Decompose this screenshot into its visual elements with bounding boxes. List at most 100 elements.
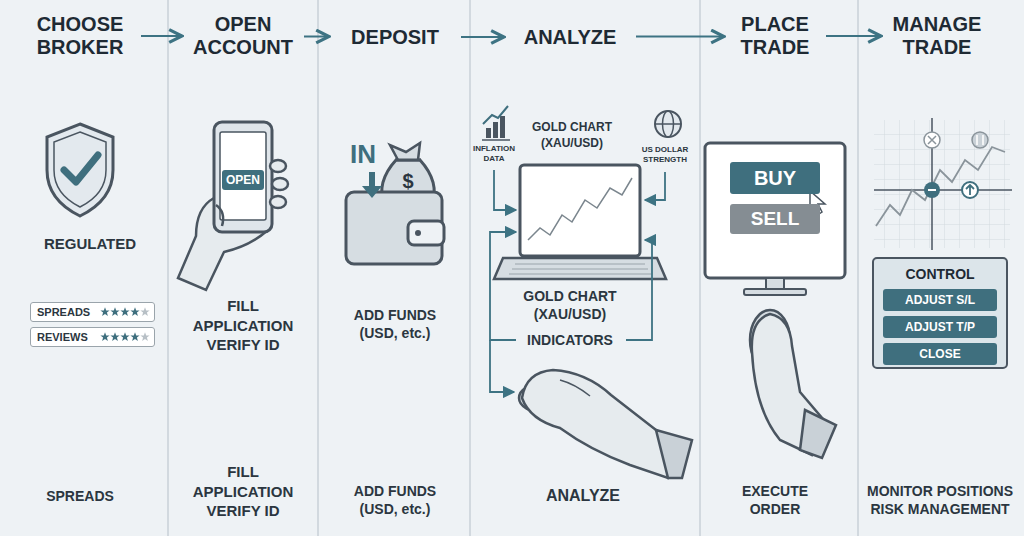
drawing-part bbox=[655, 123, 681, 125]
node-text: ANALYZE bbox=[524, 26, 617, 48]
node-text: OPEN bbox=[226, 173, 260, 187]
flow-arrow bbox=[461, 36, 504, 38]
action-button: SELL bbox=[730, 204, 820, 234]
drawing-part bbox=[362, 186, 382, 198]
drawing-part bbox=[560, 380, 590, 396]
step-heading: DEPOSIT bbox=[335, 26, 455, 49]
drawing-part bbox=[744, 289, 806, 295]
flow-arrow bbox=[304, 36, 329, 38]
drawing-part bbox=[408, 221, 444, 245]
drawing-part bbox=[655, 111, 681, 137]
drawing-part bbox=[874, 120, 1010, 248]
drawing-part bbox=[100, 307, 109, 316]
drawing-part bbox=[120, 332, 129, 341]
action-button: OPEN bbox=[222, 170, 264, 190]
drawing-part bbox=[30, 302, 155, 322]
column-dividers bbox=[168, 0, 858, 536]
drawing-part bbox=[500, 116, 505, 138]
node-text: PLACE TRADE bbox=[741, 13, 810, 58]
trade-monitor bbox=[705, 143, 845, 295]
drawing-part bbox=[100, 307, 139, 341]
drawing-part bbox=[977, 135, 983, 145]
node-text: SPREADS bbox=[37, 306, 90, 318]
rating-box: SPREADS bbox=[30, 302, 155, 322]
hand-with-mouse bbox=[519, 370, 692, 478]
drawing-part bbox=[100, 332, 109, 341]
action-button: ADJUST S/L bbox=[883, 289, 997, 311]
node-text: SELL bbox=[751, 208, 800, 230]
drawing-part bbox=[140, 307, 149, 316]
phone-in-hand bbox=[178, 122, 288, 290]
indicator-loop bbox=[490, 232, 652, 392]
node-text: OPEN ACCOUNT bbox=[193, 13, 293, 58]
drawing-part bbox=[494, 170, 516, 210]
node-text: CLOSE bbox=[919, 347, 960, 361]
drawing-part bbox=[966, 185, 974, 195]
text-label: SPREADS bbox=[20, 487, 140, 505]
text-label: INFLATION DATA bbox=[466, 144, 522, 165]
text-label: INDICATORS bbox=[515, 331, 625, 349]
flow-arrow bbox=[826, 35, 881, 37]
drawing-part bbox=[120, 307, 129, 316]
drawing-part bbox=[876, 147, 1005, 226]
step-heading: OPEN ACCOUNT bbox=[188, 13, 298, 59]
drawing-part bbox=[390, 143, 420, 160]
text-label: ADD FUNDS (USD, etc.) bbox=[340, 306, 450, 342]
drawing-part bbox=[699, 0, 701, 536]
drawing-part bbox=[705, 143, 845, 278]
drawing-part bbox=[270, 160, 286, 172]
node-text: ADJUST S/L bbox=[905, 293, 975, 307]
drawing-part bbox=[369, 172, 375, 188]
step-heading: PLACE TRADE bbox=[730, 13, 820, 59]
drawing-part bbox=[220, 132, 266, 220]
text-label: FILL APPLICATION VERIFY ID bbox=[186, 296, 301, 355]
drawing-part bbox=[857, 0, 859, 536]
drawing-part bbox=[130, 307, 139, 316]
rating-boxes bbox=[30, 302, 155, 347]
node-text: MANAGE TRADE bbox=[893, 13, 982, 58]
drawing-part bbox=[490, 232, 516, 340]
drawing-part bbox=[483, 106, 508, 124]
text-label: REGULATED bbox=[25, 234, 155, 254]
drawing-part bbox=[493, 122, 498, 138]
rating-box: REVIEWS bbox=[30, 327, 155, 347]
drawing-part bbox=[924, 182, 940, 198]
drawing-part bbox=[486, 128, 491, 138]
drawing-part bbox=[874, 189, 1012, 191]
drawing-part bbox=[110, 332, 119, 341]
drawing-part bbox=[469, 0, 471, 536]
drawing-part bbox=[522, 370, 680, 478]
drawing-part bbox=[528, 178, 632, 240]
node-text: REVIEWS bbox=[37, 331, 88, 343]
step-heading: MANAGE TRADE bbox=[887, 13, 987, 59]
text-label: US DOLLAR STRENGTH bbox=[635, 145, 695, 166]
drawing-part bbox=[962, 182, 978, 198]
step-heading: ANALYZE bbox=[510, 26, 630, 49]
node-text: CONTROL bbox=[874, 266, 1006, 282]
text-label: $ bbox=[398, 168, 418, 194]
hand-with-mouse bbox=[750, 310, 836, 458]
drawing-part bbox=[656, 430, 692, 478]
flow-arrow bbox=[636, 36, 724, 38]
action-button: BUY bbox=[730, 162, 820, 194]
drawing-part bbox=[140, 307, 149, 341]
shield-icon bbox=[47, 124, 113, 216]
text-label: FILL APPLICATION VERIFY ID bbox=[186, 462, 301, 521]
control-panel: CONTROLADJUST S/LADJUST T/PCLOSE bbox=[872, 257, 1008, 369]
drawing-part bbox=[395, 159, 421, 162]
text-label: GOLD CHART (XAU/USD) bbox=[515, 287, 625, 323]
drawing-part bbox=[509, 264, 651, 274]
text-label: MONITOR POSITIONS RISK MANAGEMENT bbox=[859, 482, 1021, 518]
drawing-part bbox=[490, 340, 514, 392]
drawing-part bbox=[54, 132, 106, 207]
drawing-part bbox=[800, 410, 836, 458]
text-label: IN bbox=[341, 138, 385, 172]
action-button: CLOSE bbox=[883, 343, 997, 365]
laptop bbox=[494, 165, 666, 279]
drawing-part bbox=[130, 332, 139, 341]
drawing-part bbox=[520, 165, 640, 256]
drawing-part bbox=[64, 155, 98, 182]
drawing-part bbox=[928, 189, 936, 191]
drawing-part bbox=[216, 205, 223, 226]
